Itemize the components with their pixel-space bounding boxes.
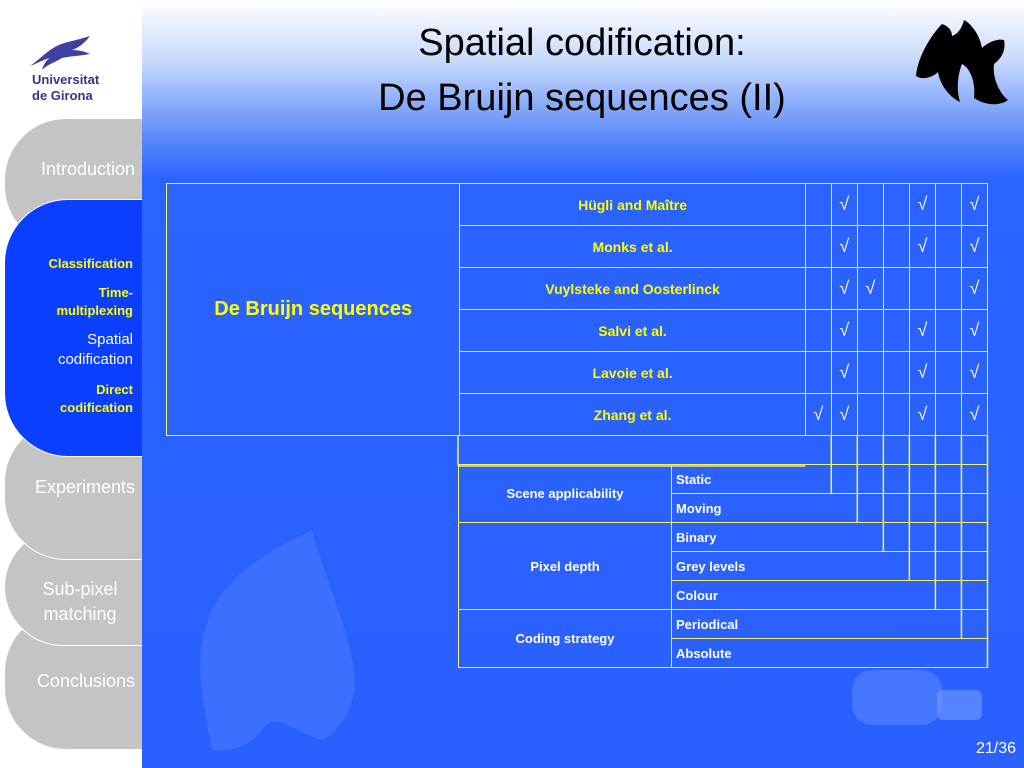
university-bird-logo-icon <box>30 36 90 70</box>
check-cell: √ <box>830 267 858 310</box>
university-line2: de Girona <box>32 88 93 103</box>
author-cell: Monks et al. <box>459 225 806 268</box>
check-cell: √ <box>830 183 858 226</box>
tab-introduction-label: Introduction <box>40 159 135 179</box>
check-cell: √ <box>908 309 936 352</box>
legend-value: Moving <box>671 493 988 523</box>
check-cell: √ <box>960 183 989 226</box>
check-cell: √ <box>908 393 936 436</box>
legend-group: Coding strategy <box>458 609 672 668</box>
check-cell: √ <box>804 393 832 436</box>
nav-time-multiplexing[interactable]: Time-multiplexing <box>56 285 133 318</box>
legend-value: Binary <box>671 522 988 552</box>
table-row: Vuylsteke and Oosterlinck√√√ <box>167 267 989 310</box>
legend-row: Grey levels <box>459 551 988 581</box>
author-cell: Zhang et al. <box>459 393 806 436</box>
category-cell: De Bruijn sequences <box>165 183 461 436</box>
legend-group: Pixel depth <box>458 522 672 610</box>
check-cell: √ <box>830 393 858 436</box>
nav-direct-codification[interactable]: Direct codification <box>60 382 133 415</box>
legend-row: Absolute <box>459 638 988 668</box>
page-number: 21/36 <box>975 740 1016 757</box>
table-row: Lavoie et al.√√√ <box>167 351 989 394</box>
horse-head-watermark-icon <box>200 530 355 751</box>
check-cell <box>882 225 910 268</box>
tab-sub-pixel-label: Sub-pixel matching <box>42 579 118 624</box>
nav-spatial-codification[interactable]: Spatial codification <box>57 331 133 368</box>
tab-classification-active[interactable]: Classification Time-multiplexing Spatial… <box>4 199 142 457</box>
author-cell: Hügli and Maître <box>459 183 806 226</box>
legend-group: Scene applicability <box>458 464 672 523</box>
legend-row: Moving <box>459 493 988 523</box>
author-cell: Vuylsteke and Oosterlinck <box>459 267 806 310</box>
table-row: Zhang et al.√√√√ <box>167 393 989 436</box>
tab-experiments-label: Experiments <box>34 477 135 497</box>
legend-value: Grey levels <box>671 551 988 581</box>
legend-value: Colour <box>671 580 988 610</box>
check-cell: √ <box>960 225 989 268</box>
slide-title-line2: De Bruijn sequences (II) <box>378 77 786 119</box>
legend-value: Static <box>671 464 988 494</box>
table-row: Monks et al.√√√ <box>167 225 989 268</box>
legend-value: Absolute <box>671 638 988 668</box>
check-cell <box>934 393 962 436</box>
check-cell <box>804 225 832 268</box>
university-line1: Universitat <box>32 72 100 87</box>
check-cell <box>882 393 910 436</box>
check-cell: √ <box>960 309 989 352</box>
author-cell: Salvi et al. <box>459 309 806 352</box>
check-cell: √ <box>960 393 989 436</box>
check-cell: √ <box>908 183 936 226</box>
sidebar: Universitat de Girona Introduction Concl… <box>0 0 142 768</box>
check-cell: √ <box>960 351 989 394</box>
check-cell <box>882 183 910 226</box>
corner-emblem-icon <box>916 20 1008 105</box>
slide-area: Spatial codification: De Bruijn sequence… <box>142 0 1024 768</box>
check-cell <box>882 351 910 394</box>
check-cell <box>856 393 884 436</box>
check-cell: √ <box>908 351 936 394</box>
tab-conclusions-label: Conclusions <box>36 671 135 691</box>
table-row: Salvi et al.√√√ <box>167 309 989 352</box>
check-cell <box>804 183 832 226</box>
university-name: Universitat de Girona <box>32 72 136 104</box>
nav-classification[interactable]: Classification <box>48 256 133 271</box>
slide-title-line1: Spatial codification: <box>418 22 746 64</box>
check-cell <box>856 183 884 226</box>
check-cell: √ <box>960 267 989 310</box>
device-watermark-icon <box>852 670 982 725</box>
legend-value: Periodical <box>671 609 988 639</box>
